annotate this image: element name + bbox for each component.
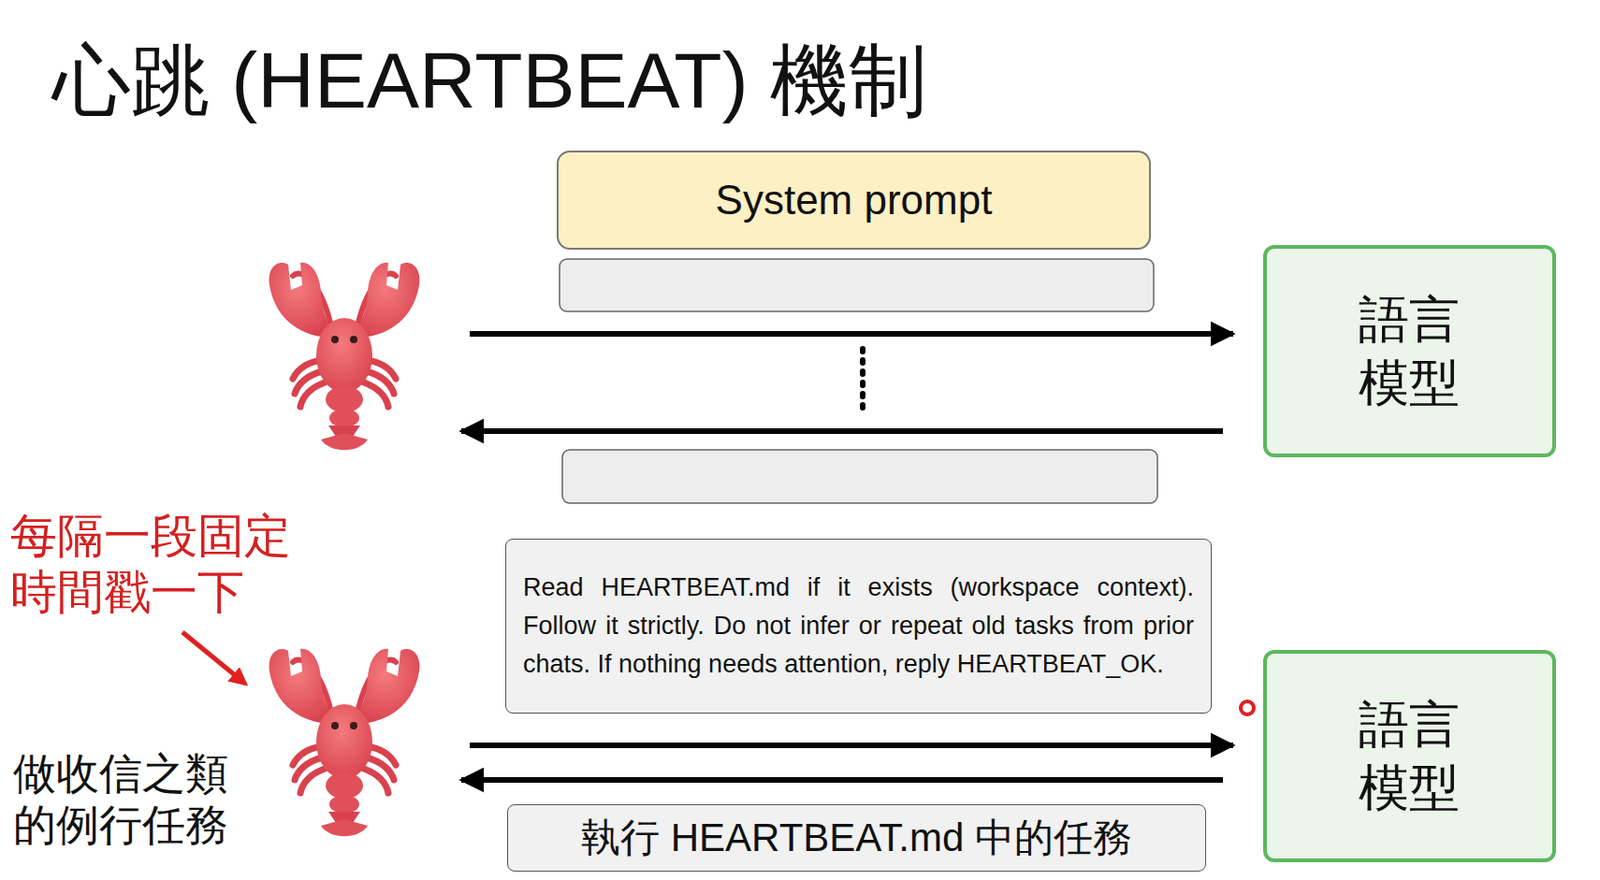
- callout-note: 每隔一段固定 時間戳一下: [10, 508, 296, 621]
- ellipsis-dots: [859, 349, 866, 414]
- request-arrow: [469, 331, 1234, 337]
- node-text: 語言 模型: [1356, 693, 1463, 820]
- task-box: 執行 HEARTBEAT.md 中的任務: [507, 804, 1207, 873]
- node-text: Read HEARTBEAT.md if it exists (workspac…: [523, 568, 1194, 684]
- side-note: 做收信之類 的例行任務: [13, 748, 233, 852]
- model-box: 語言 模型: [1263, 245, 1557, 458]
- cursor-dot: [1240, 701, 1254, 715]
- pointer-arrow: [182, 632, 246, 684]
- heartbeat-prompt-box: Read HEARTBEAT.md if it exists (workspac…: [505, 538, 1212, 714]
- system-prompt-box: System prompt: [556, 150, 1151, 250]
- message-box: [562, 450, 1158, 504]
- request-arrow: [469, 742, 1234, 749]
- node-text: System prompt: [715, 175, 993, 226]
- node-text: 語言 模型: [1356, 288, 1463, 415]
- node-text: 執行 HEARTBEAT.md 中的任務: [581, 814, 1133, 862]
- lobster-icon: [269, 262, 421, 451]
- model-box: 語言 模型: [1263, 650, 1557, 863]
- title: 心跳 (HEARTBEAT) 機制: [52, 28, 928, 135]
- lobster-icon: [269, 649, 421, 837]
- message-box: [559, 259, 1154, 312]
- response-arrow: [461, 428, 1223, 435]
- response-arrow: [461, 777, 1223, 784]
